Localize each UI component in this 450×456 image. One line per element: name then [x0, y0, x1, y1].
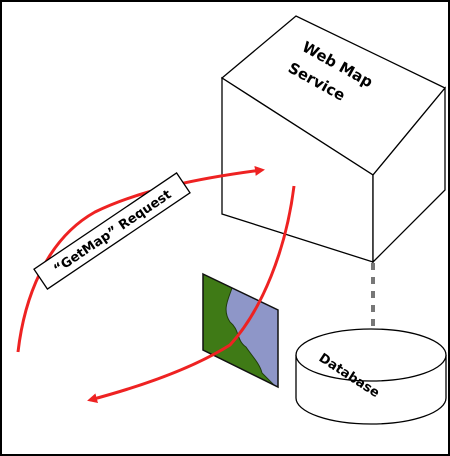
- database-cylinder: Database: [295, 328, 447, 425]
- cube-side-face: [372, 86, 446, 264]
- getmap-request-label-box: “GetMap” Request: [33, 172, 191, 290]
- web-map-service-cube: Web Map Service: [220, 15, 447, 264]
- map-outline: [202, 272, 279, 389]
- getmap-request-box: [33, 172, 191, 290]
- database-top: [295, 328, 447, 382]
- request-arrow: [16, 165, 265, 353]
- map-land: [203, 274, 274, 385]
- response-arrow: [87, 185, 296, 404]
